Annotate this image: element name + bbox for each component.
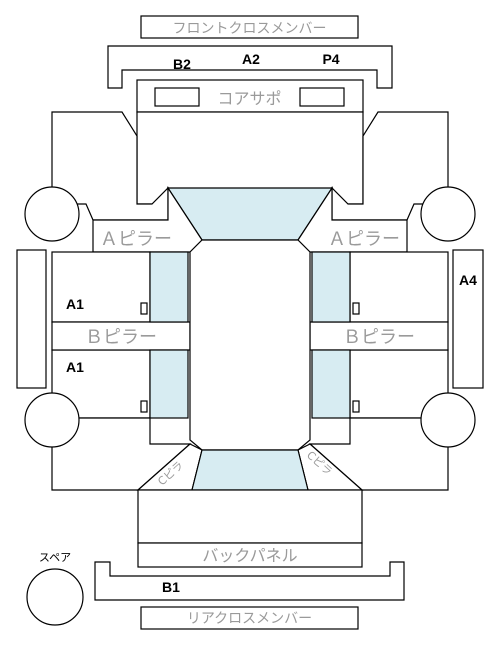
spare-tire-label: スペア bbox=[39, 551, 71, 564]
right-front-window bbox=[311, 251, 351, 323]
core-support-left-hole bbox=[154, 87, 200, 107]
left-front-door bbox=[51, 251, 151, 323]
front-cross-member-box bbox=[140, 15, 359, 39]
left-upper-code-a1: A1 bbox=[66, 296, 84, 312]
a-pillar-left-label: Ａピラー bbox=[100, 229, 172, 250]
b-pillar-right-label: Ｂピラー bbox=[343, 327, 415, 348]
b-pillar-right bbox=[309, 321, 449, 351]
rear-cross-member-box bbox=[140, 606, 359, 630]
right-front-door-handle bbox=[352, 302, 360, 315]
left-side-step bbox=[16, 249, 47, 389]
core-support-label: コアサポ bbox=[217, 89, 281, 108]
front-code-b2: B2 bbox=[173, 56, 191, 72]
rear-window bbox=[191, 449, 309, 491]
rear-cross-member-label: リアクロスメンバー bbox=[187, 611, 312, 627]
a-pillar-right-label: Ａピラー bbox=[328, 229, 400, 250]
rear-bumper-reinforcement bbox=[94, 561, 405, 601]
right-rear-window bbox=[311, 349, 351, 419]
b-pillar-left-label: Ｂピラー bbox=[85, 327, 157, 348]
left-lower-code-a1: A1 bbox=[66, 359, 84, 375]
left-rear-door-handle bbox=[140, 400, 148, 413]
right-side-code-a4: A4 bbox=[459, 272, 477, 288]
b-pillar-left bbox=[51, 321, 191, 351]
front-bumper-reinforcement bbox=[107, 45, 393, 89]
rear-right-wheel bbox=[420, 392, 476, 448]
core-support-right-hole bbox=[299, 87, 345, 107]
right-front-door bbox=[349, 251, 449, 323]
front-code-p4: P4 bbox=[322, 51, 339, 67]
back-panel-box bbox=[137, 542, 363, 568]
spare-tire bbox=[26, 568, 84, 626]
left-front-door-handle bbox=[140, 302, 148, 315]
left-front-window bbox=[149, 251, 189, 323]
trunk-lid bbox=[137, 489, 363, 544]
rear-code-b1: B1 bbox=[162, 579, 180, 595]
right-rear-door-handle bbox=[352, 400, 360, 413]
front-cross-member-label: フロントクロスメンバー bbox=[173, 21, 327, 37]
back-panel-label: バックパネル bbox=[202, 546, 297, 565]
front-code-a2: A2 bbox=[242, 51, 260, 67]
right-side-step bbox=[452, 249, 484, 389]
left-rear-window bbox=[149, 349, 189, 419]
front-left-wheel bbox=[24, 186, 80, 242]
front-right-wheel bbox=[420, 186, 476, 242]
roof bbox=[189, 239, 311, 451]
rear-left-wheel bbox=[24, 392, 80, 448]
